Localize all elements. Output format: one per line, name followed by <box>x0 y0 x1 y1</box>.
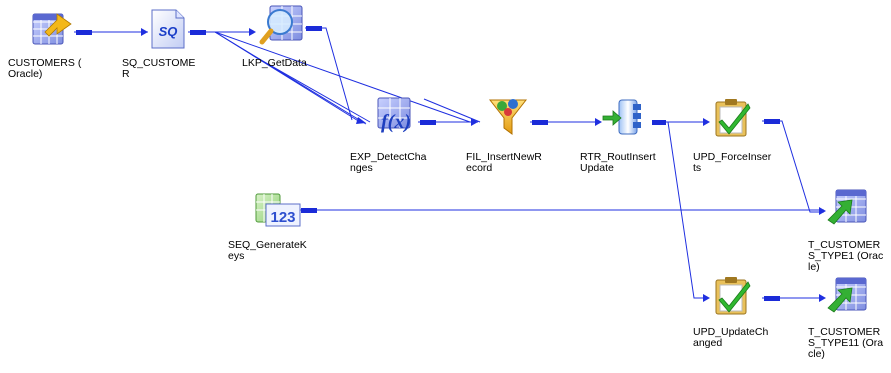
source-qualifier-icon[interactable]: SQ <box>151 9 185 49</box>
update-strategy-icon[interactable] <box>715 99 751 137</box>
arrowhead <box>703 118 710 126</box>
link-lkp-exp-2 <box>251 54 371 123</box>
link-upd1-t1 <box>762 120 824 213</box>
link-sq-fil <box>214 31 471 123</box>
ports <box>76 26 780 301</box>
port <box>764 296 780 301</box>
arrowhead <box>819 207 826 215</box>
fx-text: f(x) <box>381 111 411 133</box>
arrowhead <box>595 118 602 126</box>
port <box>532 120 548 125</box>
label-target-customers-type11: T_CUSTOMER S_TYPE11 (Ora cle) <box>808 326 884 360</box>
arrowhead <box>141 28 148 36</box>
label-update-strategy-updatechanged: UPD_UpdateCh anged <box>693 326 769 349</box>
arrowhead <box>471 118 478 126</box>
arrowheads <box>141 28 826 302</box>
label-router-routinsertupdate: RTR_RoutInsert Update <box>580 151 656 174</box>
lookup-icon[interactable] <box>259 5 303 45</box>
label-filter-insertnewrecord: FIL_InsertNewR ecord <box>466 151 542 174</box>
label-expression-detectchanges: EXP_DetectCha nges <box>350 151 427 174</box>
port <box>764 119 780 124</box>
arrowhead <box>356 117 366 124</box>
expression-icon[interactable]: f(x) <box>377 97 411 133</box>
target-table-icon[interactable] <box>827 189 867 225</box>
filter-icon[interactable] <box>488 99 528 135</box>
arrowhead <box>249 28 256 36</box>
label-source-qualifier: SQ_CUSTOME R <box>122 57 196 80</box>
arrowhead <box>703 294 710 302</box>
label-lookup-getdata: LKP_GetData <box>242 57 307 69</box>
router-icon[interactable] <box>602 99 641 135</box>
port <box>190 30 206 35</box>
port <box>652 120 666 125</box>
port <box>420 120 436 125</box>
sequence-generator-icon[interactable]: 123 <box>255 193 301 227</box>
source-table-icon[interactable] <box>32 13 72 45</box>
link-lkp-exp <box>305 27 353 121</box>
port <box>301 208 317 213</box>
update-strategy-icon[interactable] <box>715 277 751 315</box>
target-table-icon[interactable] <box>827 277 867 313</box>
port <box>306 26 322 31</box>
sq-text: SQ <box>159 24 178 39</box>
label-source-customers: CUSTOMERS ( Oracle) <box>8 57 82 80</box>
link-exp-fil <box>423 98 481 123</box>
link-sq-exp-b <box>214 31 367 125</box>
label-update-strategy-forceinserts: UPD_ForceInser ts <box>693 151 772 174</box>
seq-text: 123 <box>270 209 295 226</box>
port <box>76 30 92 35</box>
label-sequence-generatekeys: SEQ_GenerateK eys <box>228 239 307 262</box>
label-target-customers-type1: T_CUSTOMER S_TYPE1 (Orac le) <box>808 239 884 273</box>
arrowhead <box>819 294 826 302</box>
